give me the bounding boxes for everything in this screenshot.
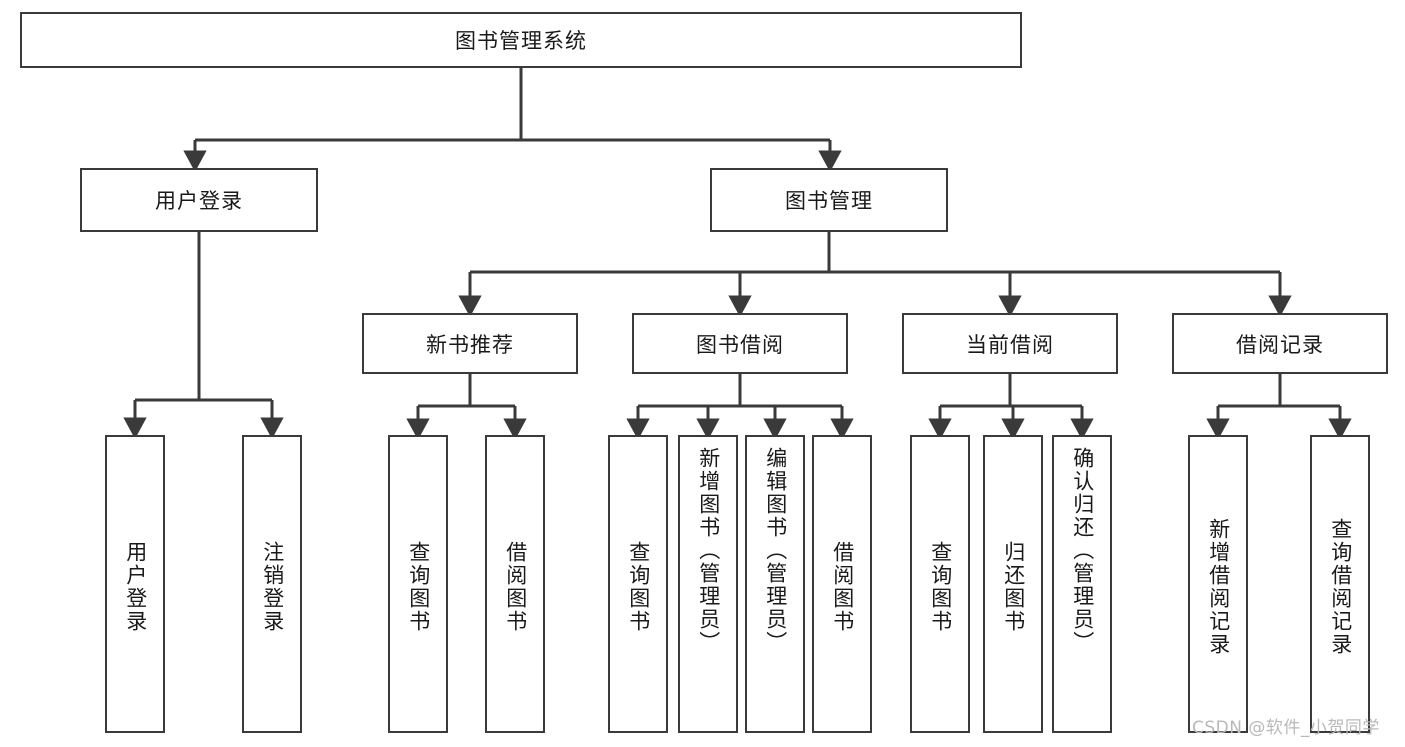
node-label: 归还图书 xyxy=(1001,541,1026,633)
node-user-login[interactable]: 用户登录 xyxy=(80,168,318,232)
node-label: 借阅记录 xyxy=(1236,332,1324,357)
node-label: 图书管理 xyxy=(785,189,873,213)
node-borrow-record[interactable]: 借阅记录 xyxy=(1172,313,1388,374)
node-leaf-add-borrow-record[interactable]: 新增借阅记录 xyxy=(1188,435,1248,733)
node-label: 当前借阅 xyxy=(966,332,1054,357)
node-book-management[interactable]: 图书管理 xyxy=(710,168,948,232)
node-label: 借阅图书 xyxy=(503,541,528,633)
node-leaf-add-book-admin[interactable]: 新增图书（管理员） xyxy=(678,435,738,733)
watermark: CSDN @软件_小贺同学 xyxy=(1192,718,1380,738)
node-label: 新增借阅记录 xyxy=(1206,518,1231,656)
node-label: 新书推荐 xyxy=(426,332,514,357)
node-label: 用户登录 xyxy=(123,541,148,633)
node-label: 图书借阅 xyxy=(696,332,784,357)
node-leaf-query-borrow-record[interactable]: 查询借阅记录 xyxy=(1310,435,1370,733)
node-leaf-logout[interactable]: 注销登录 xyxy=(242,435,302,733)
node-new-book-recommendation[interactable]: 新书推荐 xyxy=(362,313,578,374)
node-book-borrow[interactable]: 图书借阅 xyxy=(632,313,848,374)
node-leaf-user-login[interactable]: 用户登录 xyxy=(105,435,165,733)
node-leaf-edit-book-admin[interactable]: 编辑图书（管理员） xyxy=(745,435,805,733)
node-leaf-query-book-borrow[interactable]: 查询图书 xyxy=(608,435,668,733)
node-label: 查询借阅记录 xyxy=(1328,518,1353,656)
node-label: 编辑图书（管理员） xyxy=(763,447,788,654)
node-label: 查询图书 xyxy=(928,541,953,633)
node-label: 图书管理系统 xyxy=(455,29,587,53)
node-leaf-confirm-return-admin[interactable]: 确认归还（管理员） xyxy=(1052,435,1112,733)
node-label: 新增图书（管理员） xyxy=(696,447,721,654)
node-label: 查询图书 xyxy=(626,541,651,633)
node-leaf-query-book-current[interactable]: 查询图书 xyxy=(910,435,970,733)
node-label: 用户登录 xyxy=(155,189,243,213)
node-current-borrow[interactable]: 当前借阅 xyxy=(902,313,1118,374)
node-leaf-borrow-book[interactable]: 借阅图书 xyxy=(812,435,872,733)
node-label: 确认归还（管理员） xyxy=(1070,447,1095,654)
node-leaf-borrow-book-newbook[interactable]: 借阅图书 xyxy=(485,435,545,733)
node-label: 查询图书 xyxy=(406,541,431,633)
node-leaf-query-book-newbook[interactable]: 查询图书 xyxy=(388,435,448,733)
node-label: 借阅图书 xyxy=(830,541,855,633)
node-label: 注销登录 xyxy=(260,541,285,633)
node-leaf-return-book[interactable]: 归还图书 xyxy=(983,435,1043,733)
node-root-book-management-system[interactable]: 图书管理系统 xyxy=(20,12,1022,68)
